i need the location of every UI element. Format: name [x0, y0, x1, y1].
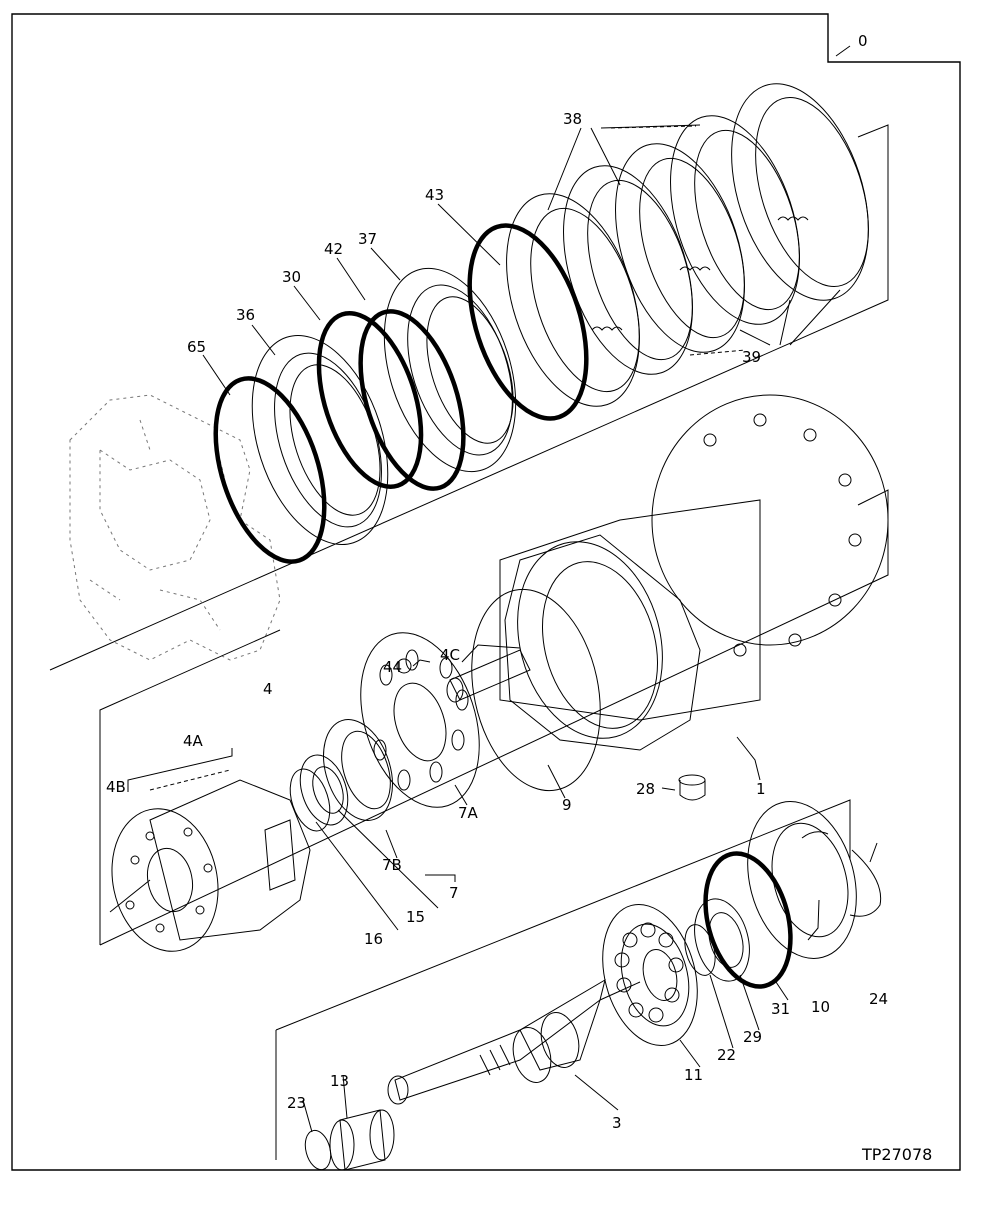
o-ring-43 — [467, 223, 589, 421]
plate-38b — [615, 143, 745, 353]
bushing-13 — [339, 1109, 386, 1171]
callout-7B: 7B — [382, 856, 402, 874]
retaining-ring-23 — [304, 1129, 332, 1171]
callout-0: 0 — [858, 32, 868, 50]
callout-4B: 4B — [106, 778, 126, 796]
o-ring-30 — [316, 311, 424, 489]
cylinder-block-4 — [149, 779, 311, 941]
group-bracket-upper — [49, 124, 889, 671]
callout-10: 10 — [811, 998, 830, 1016]
callout-65: 65 — [187, 338, 206, 356]
callout-9: 9 — [562, 796, 572, 814]
seal-29 — [694, 898, 750, 982]
bearing-11 — [602, 903, 698, 1047]
diagram-frame — [11, 13, 961, 1171]
drive-shaft-3 — [394, 978, 606, 1101]
callout-28: 28 — [636, 780, 655, 798]
callout-7A: 7A — [458, 804, 479, 822]
callout-labels: 0 38 43 37 42 30 36 65 39 4C 44 4 4A 4B … — [106, 32, 888, 1132]
plug-28 — [679, 780, 706, 801]
ball-44 — [396, 658, 412, 674]
callout-4C: 4C — [440, 646, 460, 664]
callout-37: 37 — [358, 230, 377, 248]
group-bracket-lower — [275, 799, 851, 1160]
ring-22 — [684, 924, 716, 976]
housing-group — [99, 394, 889, 952]
callout-4A: 4A — [183, 732, 204, 750]
port-plate-7a — [360, 632, 480, 808]
plate-39b — [670, 115, 800, 325]
callout-3: 3 — [612, 1114, 622, 1132]
callout-15: 15 — [406, 908, 425, 926]
plate-38c — [731, 83, 869, 301]
housing-flange-large — [651, 394, 889, 646]
callout-7: 7 — [449, 884, 459, 902]
group-bracket-middle — [99, 489, 889, 946]
callout-31: 31 — [771, 1000, 790, 1018]
callout-30: 30 — [282, 268, 301, 286]
plate-38a — [506, 193, 640, 407]
callout-43: 43 — [425, 186, 444, 204]
washer-16 — [289, 768, 331, 832]
plate-7b — [323, 719, 393, 821]
pin-4c — [449, 649, 531, 701]
callout-1: 1 — [756, 780, 766, 798]
snap-ring-24 — [849, 849, 882, 917]
callout-42: 42 — [324, 240, 343, 258]
callout-38: 38 — [563, 110, 582, 128]
disc-36 — [251, 335, 389, 545]
callout-22: 22 — [717, 1046, 736, 1064]
callout-39: 39 — [742, 348, 761, 366]
plate-39a — [563, 165, 693, 375]
callout-4: 4 — [263, 680, 273, 698]
swash-plate-9 — [471, 588, 601, 792]
housing-body-1 — [499, 499, 761, 721]
seal-kit-group — [49, 45, 889, 671]
callout-11: 11 — [684, 1066, 703, 1084]
ghost-housing — [69, 394, 281, 661]
callout-16: 16 — [364, 930, 383, 948]
washer-15 — [299, 754, 349, 826]
reference-code: TP27078 — [861, 1145, 932, 1164]
callout-23: 23 — [287, 1094, 306, 1112]
seal-holder-10 — [747, 801, 857, 959]
callout-44: 44 — [383, 658, 402, 676]
callout-13: 13 — [330, 1072, 349, 1090]
o-ring-42 — [358, 309, 466, 491]
o-ring-65 — [213, 376, 327, 564]
callout-24: 24 — [869, 990, 888, 1008]
callout-36: 36 — [236, 306, 255, 324]
housing-flange-plate — [504, 534, 701, 751]
disc-37 — [383, 267, 517, 473]
callout-29: 29 — [743, 1028, 762, 1046]
shaft-group — [275, 799, 882, 1171]
